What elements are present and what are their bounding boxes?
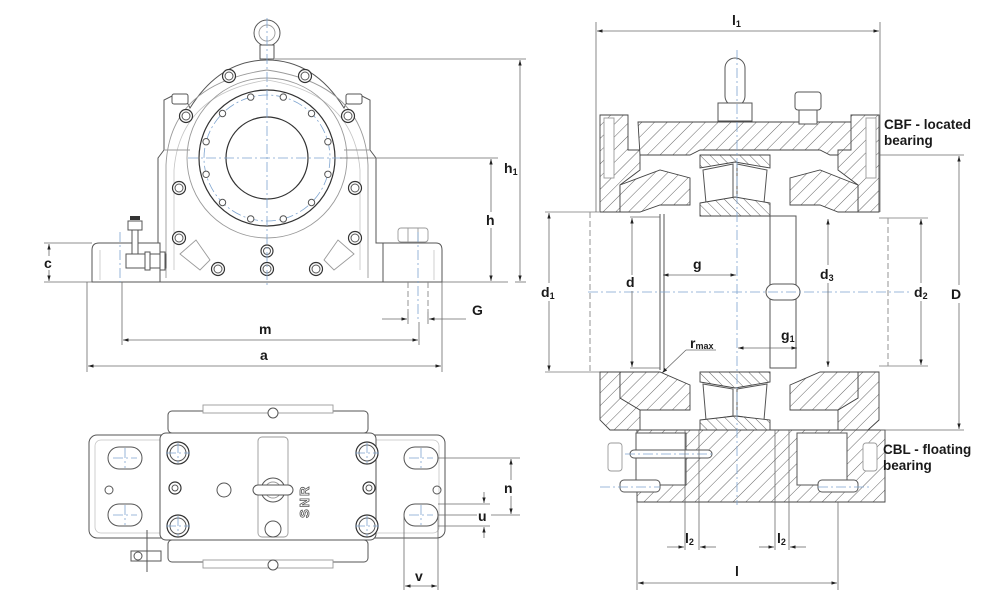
outer-ring-upper	[699, 154, 771, 169]
svg-text:g: g	[693, 256, 702, 272]
section-view: l1 d1 d g d3 d2	[540, 12, 971, 590]
dimension-c: c	[42, 242, 92, 283]
dimension-m: m	[121, 282, 420, 345]
dimension-h: h	[340, 157, 508, 283]
svg-text:n: n	[504, 480, 513, 496]
plan-view: SNR n u v	[88, 404, 520, 590]
dimension-d2: d2	[912, 219, 934, 365]
svg-text:m: m	[259, 321, 271, 337]
cover-bolt	[202, 138, 210, 146]
grease-plug	[794, 91, 822, 111]
housing-bolt	[347, 180, 363, 196]
svg-text:d1: d1	[541, 284, 555, 301]
snr-logo: SNR	[297, 485, 312, 518]
svg-text:l: l	[735, 563, 739, 579]
roller	[702, 163, 734, 204]
annotation-cbl: CBL - floating bearing	[883, 442, 971, 473]
housing-bolt-inner	[174, 233, 184, 243]
housing-bolt-inner	[311, 264, 321, 274]
housing-bolt	[171, 180, 187, 196]
housing-bolt	[171, 230, 187, 246]
cover-bolts	[202, 93, 332, 223]
cover-bolt	[247, 215, 255, 223]
cover-bolt	[202, 170, 210, 179]
housing-cap	[637, 121, 861, 156]
dimension-n: n	[438, 457, 520, 516]
svg-text:CBL - floating: CBL - floating	[883, 442, 971, 457]
svg-text:g1: g1	[781, 327, 795, 344]
dimension-g: g	[663, 256, 736, 277]
svg-text:CBF - located: CBF - located	[884, 117, 971, 132]
cover-bolt	[307, 109, 316, 118]
dimension-rmax: rmax	[661, 335, 716, 374]
dimension-G: G	[382, 302, 483, 324]
svg-text:D: D	[951, 286, 961, 302]
cover-bolt	[247, 93, 255, 101]
housing-bolts	[171, 68, 363, 277]
dimension-h1: h1	[275, 58, 526, 283]
dimension-d1: d1	[540, 213, 560, 371]
dimension-a: a	[86, 282, 443, 372]
dimension-d: d	[625, 216, 660, 369]
cover-bolt	[279, 93, 287, 101]
dimension-u: u	[438, 492, 491, 538]
dimension-g1: g1	[738, 327, 797, 350]
housing-bolt	[178, 108, 194, 124]
svg-text:h1: h1	[504, 160, 518, 177]
dimension-d3: d3	[818, 219, 840, 367]
svg-text:a: a	[260, 347, 268, 363]
housing-bolt	[210, 261, 226, 277]
svg-text:l2: l2	[777, 530, 786, 547]
svg-text:d3: d3	[820, 266, 834, 283]
housing-bolt-inner	[181, 111, 191, 121]
svg-text:d: d	[626, 274, 635, 290]
housing-bolt	[347, 230, 363, 246]
svg-text:u: u	[478, 508, 487, 524]
housing-bolt-inner	[350, 233, 360, 243]
svg-text:c: c	[44, 255, 52, 271]
housing-bolt-inner	[350, 183, 360, 193]
eye-bolt	[724, 57, 746, 107]
svg-text:l1: l1	[732, 12, 741, 29]
svg-text:v: v	[415, 568, 423, 584]
front-view: h1 h c m a	[42, 18, 526, 372]
svg-text:rmax: rmax	[690, 335, 713, 351]
svg-text:d2: d2	[914, 284, 928, 301]
housing-bolt-inner	[174, 183, 184, 193]
svg-text:l2: l2	[685, 530, 694, 547]
dimension-l: l	[636, 502, 839, 590]
cover-bolt	[218, 198, 227, 207]
housing-bolt-inner	[300, 71, 310, 81]
housing-bolt-inner	[343, 111, 353, 121]
housing-bolt-inner	[213, 264, 223, 274]
cover-bolt	[307, 198, 316, 207]
dimension-l2-right: l2	[759, 430, 806, 550]
housing-bolt	[308, 261, 324, 277]
cover-bolt	[324, 170, 332, 179]
lifting-eye-top	[252, 477, 294, 503]
cover-bolt	[218, 109, 227, 118]
svg-text:bearing: bearing	[884, 133, 933, 148]
dimension-l1: l1	[595, 12, 881, 212]
grease-nipple	[125, 216, 167, 271]
housing-bolt-inner	[224, 71, 234, 81]
housing-bolt	[340, 108, 356, 124]
housing-bolt	[297, 68, 313, 84]
cover-bolt	[279, 215, 287, 223]
roller	[736, 163, 768, 204]
svg-text:bearing: bearing	[883, 458, 932, 473]
dimension-v: v	[403, 515, 439, 590]
annotation-cbf: CBF - located bearing	[884, 117, 971, 148]
dimension-l2-left: l2	[667, 430, 716, 550]
cover-bolt	[324, 138, 332, 146]
housing-bolt	[221, 68, 237, 84]
svg-text:h: h	[486, 212, 495, 228]
svg-text:G: G	[472, 302, 483, 318]
dimension-D: D	[880, 154, 968, 431]
